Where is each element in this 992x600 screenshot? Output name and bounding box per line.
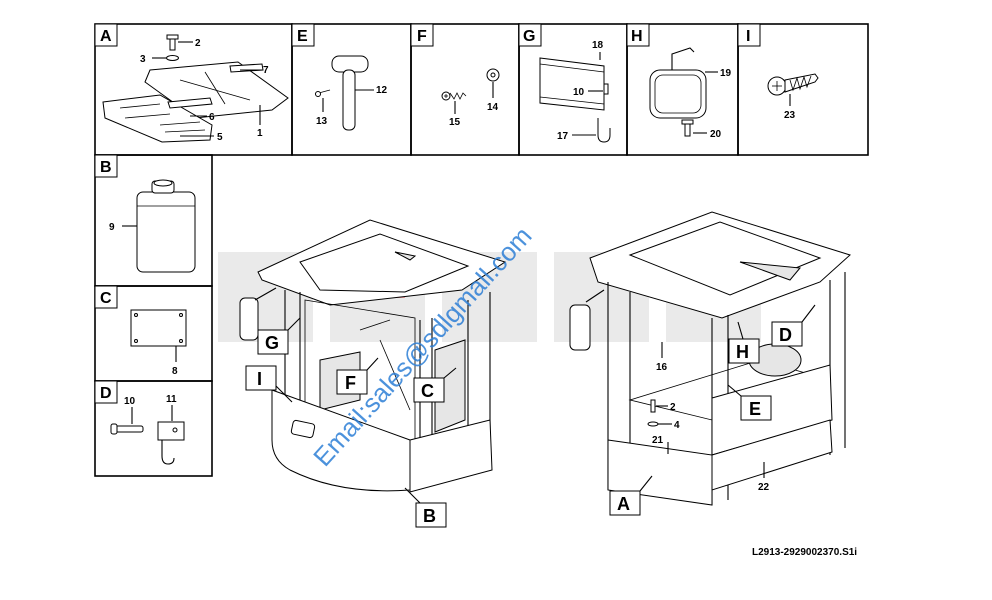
part-number: 9 xyxy=(109,222,115,233)
cab-rear-view xyxy=(569,211,851,506)
callouts-left: G I F C B xyxy=(245,317,457,528)
panel-e-handle: 12 13 xyxy=(314,55,388,131)
panel-i-screw: 23 xyxy=(767,73,819,121)
callout-letter: I xyxy=(257,369,262,389)
part-number: 3 xyxy=(140,54,146,65)
part-number: 7 xyxy=(263,65,269,76)
part-number: 5 xyxy=(217,132,223,143)
drawing-reference: L2913-2929002370.S1i xyxy=(752,547,857,558)
panel-e-letter: E xyxy=(297,28,308,45)
panel-c-letter: C xyxy=(100,290,112,307)
part-number: 23 xyxy=(784,110,796,121)
part-number: 10 xyxy=(124,396,136,407)
cab-front-view xyxy=(239,219,507,493)
panel-d-letter: D xyxy=(100,385,112,402)
callout-letter: C xyxy=(421,381,434,401)
part-number: 6 xyxy=(209,112,215,123)
cab-part-numbers: 16 2 4 21 22 xyxy=(652,342,770,493)
callout-letter: A xyxy=(617,494,630,514)
part-number: 22 xyxy=(758,482,770,493)
panel-letter-tabs: A E F G H I B C D xyxy=(94,23,761,404)
callout-letter: H xyxy=(736,342,749,362)
panel-i-letter: I xyxy=(746,28,750,45)
callouts-right: H D E A xyxy=(609,304,816,516)
part-number: 14 xyxy=(487,102,499,113)
callout-letter: D xyxy=(779,325,792,345)
callout-letter: G xyxy=(265,333,279,353)
panel-c-plate: 8 xyxy=(130,309,187,377)
part-number: 4 xyxy=(674,420,680,431)
panel-f-screw: 14 15 xyxy=(441,68,500,128)
part-number: 20 xyxy=(710,129,722,140)
part-number: 2 xyxy=(195,38,201,49)
part-number: 18 xyxy=(592,40,604,51)
panel-frames xyxy=(94,23,869,477)
panel-b-bottle: 9 xyxy=(109,179,196,273)
part-number: 16 xyxy=(656,362,668,373)
part-number: 17 xyxy=(557,131,569,142)
callout-letter: B xyxy=(423,506,436,526)
panel-a-letter: A xyxy=(100,28,112,45)
part-number: 15 xyxy=(449,117,461,128)
part-number: 8 xyxy=(172,366,178,377)
callout-letter: F xyxy=(345,373,356,393)
part-number: 10 xyxy=(573,87,585,98)
panel-h-mirror: 19 20 xyxy=(649,47,732,140)
part-number: 2 xyxy=(670,402,676,413)
part-number: 21 xyxy=(652,435,664,446)
part-number: 12 xyxy=(376,85,388,96)
panel-g-sun-visor: 18 10 17 xyxy=(539,40,611,143)
panel-d-hook: 10 11 xyxy=(110,394,185,465)
panel-g-letter: G xyxy=(523,28,535,45)
callout-letter: E xyxy=(749,399,761,419)
panel-h-letter: H xyxy=(631,28,643,45)
part-number: 11 xyxy=(166,394,177,405)
panel-a-floor-mat: 2 3 7 6 5 1 xyxy=(102,34,289,143)
part-number: 13 xyxy=(316,116,328,127)
panel-b-letter: B xyxy=(100,159,112,176)
part-number: 19 xyxy=(720,68,732,79)
part-number: 1 xyxy=(257,128,263,139)
panel-f-letter: F xyxy=(417,28,427,45)
